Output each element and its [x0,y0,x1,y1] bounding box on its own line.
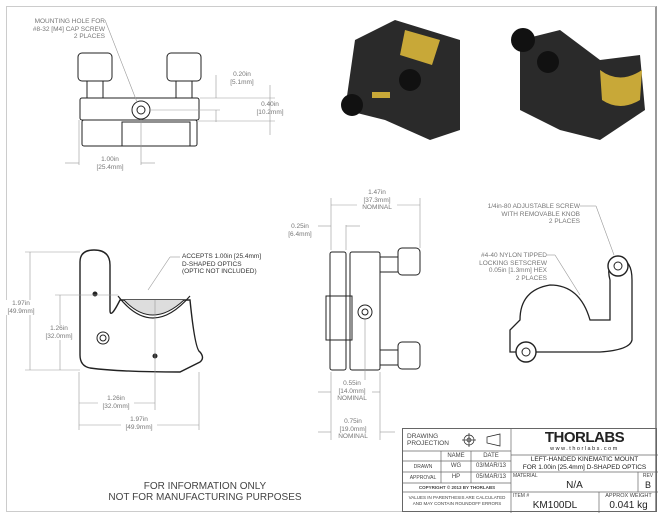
dim-value: 0.55in [343,380,361,387]
dim-body: 0.75in [19.0mm] NOMINAL [333,418,373,441]
row-date: 03/MAR/13 [475,463,506,469]
dim-depth-total: 1.47in [37.3mm] NOMINAL [357,189,397,212]
dim-value: NOMINAL [337,395,367,402]
dim-value: [10.2mm] [256,108,284,116]
description-line: FOR 1.00in [25.4mm] D-SHAPED OPTICS [522,463,647,471]
mounting-hole-callout: MOUNTING HOLE FOR #8-32 [M4] CAP SCREW 2… [20,18,105,41]
dim-value: [37.3mm] [363,196,391,204]
callout-line: #8-32 [M4] CAP SCREW [32,25,105,33]
callout-line: 1/4in-80 ADJUSTABLE SCREW [487,203,580,210]
row-date: 05/MAR/13 [475,474,506,480]
dim-hole: 0.55in [14.0mm] NOMINAL [332,380,372,403]
dim-0-20in: 0.20in [5.1mm] [222,71,262,86]
dim-value: [6.4mm] [288,230,312,238]
render-isometric-front [341,20,460,140]
thorlabs-logo: THORLABS [544,429,625,446]
dim-value: 0.20in [233,71,251,78]
dim-plate: 0.25in [6.4mm] [282,223,318,238]
row-name: HP [451,474,461,480]
dim-value: 0.75in [344,418,362,425]
dim-value: 1.97in [130,416,148,423]
website: www.thorlabs.com [550,446,619,452]
front-view [65,19,275,165]
render-isometric-rear [511,28,645,140]
rear-view [509,205,633,363]
adjustable-screw-knob-icon [607,255,629,277]
callout-line: (OPTIC NOT INCLUDED) [182,268,257,275]
callout-line: #4-40 NYLON TIPPED [481,252,547,259]
item-label: ITEM # [513,493,530,499]
notice-line: FOR INFORMATION ONLY [143,481,267,492]
dim-width-total: 1.97in [49.9mm] [121,416,157,431]
callout-line: LOCKING SETSCREW [479,259,547,267]
weight-value: 0.041 kg [609,500,648,511]
dim-value: [32.0mm] [45,332,73,340]
setscrew-callout: #4-40 NYLON TIPPED LOCKING SETSCREW 0.05… [470,252,547,282]
dim-value: 1.26in [50,325,68,332]
label-line: DRAWING [407,433,439,440]
side-view [318,198,421,440]
dim-value: [49.9mm] [7,307,35,315]
dim-value: [5.1mm] [230,78,254,86]
notice-line: NOT FOR MANUFACTURING PURPOSES [108,492,302,503]
label-line: PROJECTION [407,440,449,447]
mounting-hole-icon [131,100,151,120]
dim-value: 1.26in [107,395,125,402]
dim-height-total: 1.97in [49.9mm] [4,300,38,315]
disclaimer-line: AND MAY CONTAIN ROUNDOFF ERRORS [412,501,502,506]
callout-line: D-SHAPED OPTICS [182,260,242,268]
dim-height-center: 1.26in [32.0mm] [42,325,76,340]
callout-line: 2 PLACES [515,274,547,282]
dim-1-00in: 1.00in [25.4mm] [90,156,130,171]
projection-symbol-icon [462,433,501,447]
callout-line: 2 PLACES [73,33,105,40]
dim-value: [25.4mm] [96,163,124,171]
item-value: KM100DL [532,500,578,511]
adjustable-screw-callout: 1/4in-80 ADJUSTABLE SCREW WITH REMOVABLE… [480,203,580,226]
dim-value: [32.0mm] [102,402,130,410]
weight-label: APPROX WEIGHT [605,493,652,499]
header-date: DATE [483,453,499,459]
optic-callout: ACCEPTS 1.00in [25.4mm] D-SHAPED OPTICS … [182,253,261,276]
dim-value: 1.47in [368,189,386,196]
callout-line: 0.05in [1.3mm] HEX [488,267,547,274]
description-line: LEFT-HANDED KINEMATIC MOUNT [530,456,639,463]
callout-line: 2 PLACES [548,218,580,225]
dim-value: 0.40in [261,101,279,108]
dim-value: [14.0mm] [338,387,366,395]
disclaimer-line: VALUES IN PARENTHESIS ARE CALCULATED [408,495,506,500]
dim-value: NOMINAL [362,204,392,211]
material-value: N/A [566,480,583,491]
plan-view [25,249,204,430]
dim-0-40in: 0.40in [10.2mm] [250,101,290,116]
rev-label: REV [642,473,654,479]
dim-value: 1.00in [101,156,119,163]
dim-value: [19.0mm] [339,425,367,433]
adjustable-screw-knob-icon [515,341,537,363]
copyright: COPYRIGHT © 2013 BY THORLABS [418,485,496,490]
row-name: WG [450,463,462,469]
drawing-frame [6,6,657,512]
row-role: DRAWN [413,464,433,470]
dim-value: 1.97in [12,300,30,307]
information-notice: FOR INFORMATION ONLY NOT FOR MANUFACTURI… [90,481,320,503]
callout-line: ACCEPTS 1.00in [25.4mm] [182,253,262,260]
callout-line: WITH REMOVABLE KNOB [501,210,580,218]
row-role: APPROVAL [409,475,437,481]
header-name: NAME [447,453,465,459]
dim-value: NOMINAL [338,433,368,440]
dim-width-center: 1.26in [32.0mm] [98,395,134,410]
rev-value: B [644,480,651,490]
dim-value: 0.25in [291,223,309,230]
material-label: MATERIAL [513,473,538,479]
dim-value: [49.9mm] [125,423,153,431]
callout-line: MOUNTING HOLE FOR [34,18,105,25]
